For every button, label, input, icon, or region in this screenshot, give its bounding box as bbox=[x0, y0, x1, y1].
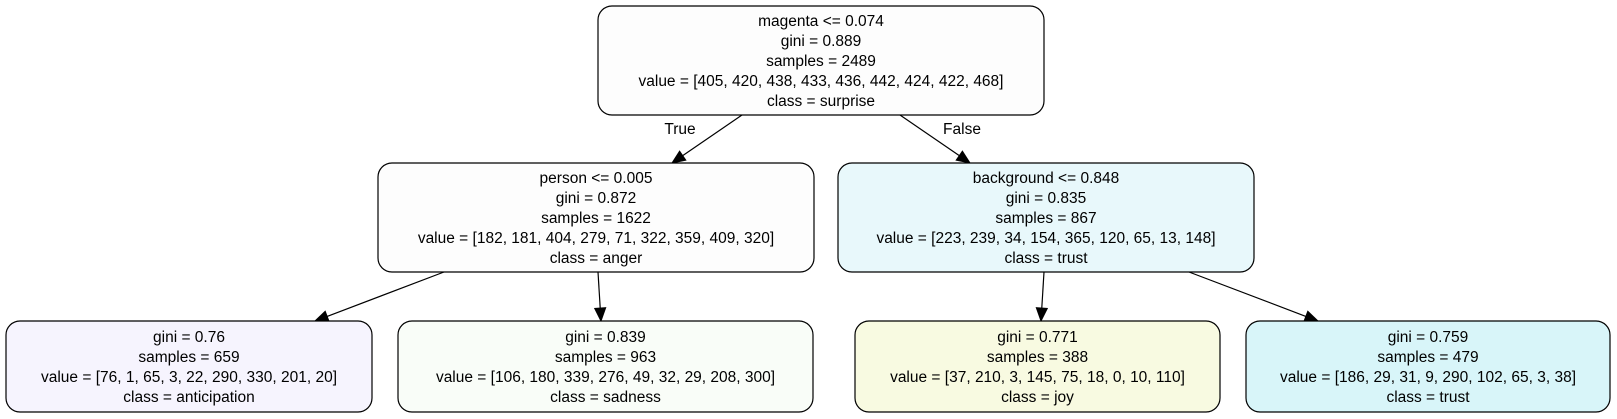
node-text-line: value = [76, 1, 65, 3, 22, 290, 330, 201… bbox=[41, 369, 337, 386]
node-text-line: magenta <= 0.074 bbox=[758, 13, 884, 30]
node-text-line: samples = 1622 bbox=[541, 210, 651, 227]
node-text-line: value = [186, 29, 31, 9, 290, 102, 65, 3… bbox=[1280, 369, 1576, 386]
tree-node-left: person <= 0.005 gini = 0.872 samples = 162… bbox=[377, 162, 815, 273]
tree-edge-left-leaf2 bbox=[593, 271, 607, 323]
edge-line bbox=[682, 114, 743, 157]
tree-edge-right-leaf3 bbox=[1035, 271, 1049, 323]
edge-line bbox=[597, 271, 601, 309]
node-text-line: gini = 0.835 bbox=[1006, 190, 1087, 207]
node-text-line: class = anticipation bbox=[123, 389, 254, 406]
node-text-line: class = anger bbox=[550, 250, 643, 267]
edge-label-false: False bbox=[943, 121, 981, 138]
node-text-line: class = sadness bbox=[550, 389, 661, 406]
arrowhead-icon bbox=[593, 307, 607, 323]
arrowhead-icon bbox=[670, 150, 687, 164]
edge-label-true: True bbox=[664, 121, 695, 138]
node-box bbox=[397, 320, 814, 413]
edge-line bbox=[326, 271, 445, 317]
edge-line bbox=[1188, 271, 1307, 317]
arrowhead-icon bbox=[1035, 307, 1049, 323]
tree-node-leaf4: gini = 0.759 samples = 479 value = [186, 2… bbox=[1245, 320, 1611, 413]
node-text-line: value = [223, 239, 34, 154, 365, 120, 65… bbox=[876, 230, 1215, 247]
tree-edge-root-left: True bbox=[664, 114, 743, 164]
node-text-line: gini = 0.759 bbox=[1388, 329, 1469, 346]
node-box bbox=[597, 5, 1045, 116]
arrowhead-icon bbox=[1303, 310, 1320, 323]
nodes-layer: magenta <= 0.074 gini = 0.889 samples = 24… bbox=[5, 5, 1611, 413]
tree-edge-right-leaf4 bbox=[1188, 271, 1320, 323]
node-box bbox=[5, 320, 373, 413]
node-text-line: background <= 0.848 bbox=[973, 170, 1120, 187]
node-text-line: gini = 0.76 bbox=[153, 329, 225, 346]
tree-edge-root-right: False bbox=[899, 114, 981, 164]
node-text-line: class = surprise bbox=[767, 93, 875, 110]
node-text-line: gini = 0.771 bbox=[997, 329, 1078, 346]
node-box bbox=[377, 162, 815, 273]
arrowhead-icon bbox=[955, 150, 972, 164]
tree-node-root: magenta <= 0.074 gini = 0.889 samples = 24… bbox=[597, 5, 1045, 116]
edge-line bbox=[1041, 271, 1045, 309]
tree-edge-left-leaf1 bbox=[313, 271, 445, 323]
node-text-line: value = [182, 181, 404, 279, 71, 322, 35… bbox=[418, 230, 774, 247]
node-text-line: class = trust bbox=[1004, 250, 1088, 267]
tree-node-leaf2: gini = 0.839 samples = 963 value = [106, 1… bbox=[397, 320, 814, 413]
node-text-line: samples = 867 bbox=[995, 210, 1096, 227]
tree-node-right: background <= 0.848 gini = 0.835 samples =… bbox=[837, 162, 1255, 273]
tree-node-leaf3: gini = 0.771 samples = 388 value = [37, 21… bbox=[854, 320, 1221, 413]
node-text-line: samples = 388 bbox=[987, 349, 1088, 366]
node-box bbox=[1245, 320, 1611, 413]
node-text-line: value = [106, 180, 339, 276, 49, 32, 29,… bbox=[436, 369, 775, 386]
arrowhead-icon bbox=[313, 310, 330, 323]
node-text-line: class = joy bbox=[1001, 389, 1074, 406]
node-text-line: samples = 2489 bbox=[766, 53, 876, 70]
node-text-line: samples = 963 bbox=[555, 349, 656, 366]
node-text-line: value = [405, 420, 438, 433, 436, 442, 4… bbox=[639, 73, 1004, 90]
node-box bbox=[837, 162, 1255, 273]
node-text-line: value = [37, 210, 3, 145, 75, 18, 0, 10,… bbox=[890, 369, 1185, 386]
node-text-line: gini = 0.839 bbox=[565, 329, 646, 346]
node-text-line: gini = 0.889 bbox=[781, 33, 862, 50]
node-box bbox=[854, 320, 1221, 413]
node-text-line: samples = 479 bbox=[1377, 349, 1478, 366]
tree-node-leaf1: gini = 0.76 samples = 659 value = [76, 1, … bbox=[5, 320, 373, 413]
node-text-line: gini = 0.872 bbox=[556, 190, 637, 207]
node-text-line: samples = 659 bbox=[138, 349, 239, 366]
edge-line bbox=[899, 114, 960, 157]
node-text-line: class = trust bbox=[1386, 389, 1470, 406]
node-text-line: person <= 0.005 bbox=[540, 170, 653, 187]
